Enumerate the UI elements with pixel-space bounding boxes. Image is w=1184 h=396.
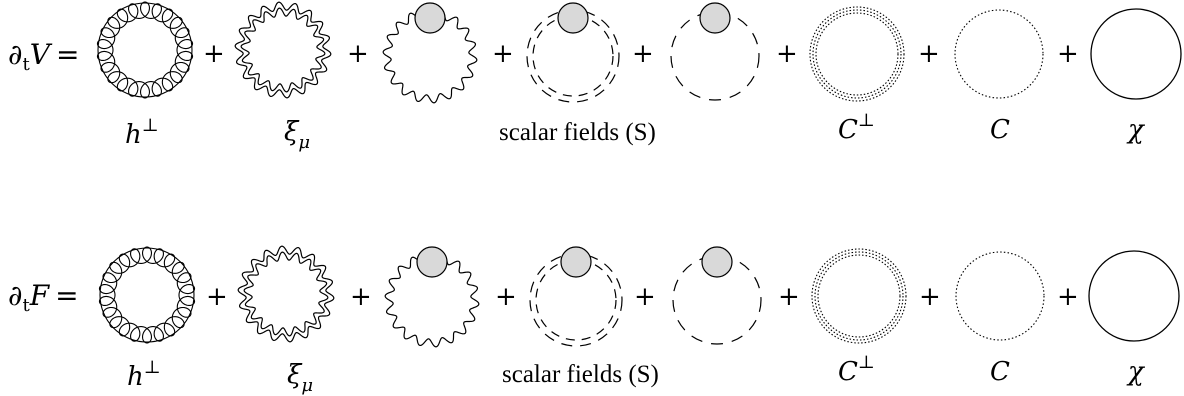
plus-sign: +: [495, 282, 517, 312]
label-xi-mu: ξμ: [287, 360, 313, 396]
plus-sign: +: [778, 282, 800, 312]
dotted-loop-diagram: [954, 9, 1044, 99]
insertion-blob: [557, 2, 589, 34]
dashed-loop-diagram: [670, 2, 760, 101]
label-scalar-fields: scalar fields (S): [502, 361, 659, 388]
label-scalar-fields: scalar fields (S): [499, 119, 656, 146]
lhs-row-1: ∂tV=: [8, 38, 79, 75]
plus-sign: +: [203, 39, 225, 69]
dashed-loop-diagram: [672, 246, 762, 345]
gluon-line: [96, 1, 194, 99]
equation-row-1: ∂tV= + + + + +: [8, 1, 1182, 153]
label-c-perp: C⊥: [838, 110, 875, 145]
label-h-perp: h⊥: [125, 115, 159, 150]
graviton-loop-diagram: [96, 1, 194, 99]
label-c-perp: C⊥: [838, 352, 875, 387]
plus-sign: +: [919, 282, 941, 312]
graviton-loop-diagram: [98, 246, 196, 344]
label-c: C: [990, 357, 1010, 387]
insertion-blob: [416, 246, 448, 278]
wavy-loop-with-insertion-diagram: [382, 2, 478, 104]
insertion-blob: [699, 2, 731, 34]
gluon-line: [98, 246, 196, 344]
plus-sign: +: [1057, 282, 1079, 312]
double-dashed-loop-diagram: [526, 2, 620, 103]
wavy-loop-with-insertion-diagram: [384, 246, 480, 348]
plus-sign: +: [632, 39, 654, 69]
insertion-blob: [414, 2, 446, 34]
plus-sign: +: [347, 39, 369, 69]
plus-sign: +: [206, 282, 228, 312]
label-chi: χ: [1126, 357, 1146, 387]
dotted-double-loop-diagram: [811, 248, 907, 344]
label-h-perp: h⊥: [127, 357, 161, 392]
label-xi-mu: ξμ: [284, 117, 310, 153]
plus-sign: +: [350, 282, 372, 312]
dotted-loop-diagram: [955, 251, 1045, 341]
insertion-blob: [560, 246, 592, 278]
plus-sign: +: [1057, 39, 1079, 69]
insertion-blob: [701, 246, 733, 278]
dotted-double-loop-diagram: [809, 6, 905, 102]
plus-sign: +: [918, 39, 940, 69]
vector-ghost-loop-diagram: [234, 1, 332, 99]
plus-sign: +: [634, 282, 656, 312]
plus-sign: +: [492, 39, 514, 69]
lhs-row-2: ∂tF=: [8, 279, 79, 316]
solid-loop-diagram: [1090, 8, 1182, 100]
solid-loop-diagram: [1088, 250, 1180, 342]
label-chi: χ: [1126, 115, 1146, 145]
loop-outline: [97, 2, 193, 98]
vector-ghost-loop-diagram: [237, 245, 335, 343]
equation-row-2: ∂tF= + + + + +: [8, 245, 1180, 396]
plus-sign: +: [776, 39, 798, 69]
loop-outline: [99, 247, 195, 343]
double-dashed-loop-diagram: [529, 246, 623, 347]
label-c: C: [990, 115, 1010, 145]
